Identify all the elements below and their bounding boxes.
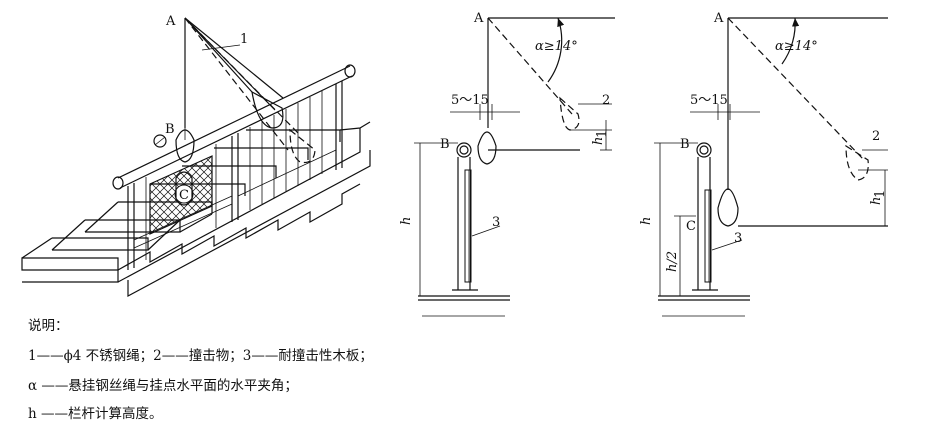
label-h: h bbox=[399, 217, 414, 225]
section-view-2: A 5～15 B C α≥14° 2 3 h h/2 h 1 bbox=[639, 11, 888, 317]
label-gap: 5～15 bbox=[690, 93, 728, 108]
label-h1-subscript: 1 bbox=[873, 190, 888, 198]
label-item-3: 3 bbox=[734, 231, 742, 246]
label-b: B bbox=[165, 122, 175, 137]
baluster-section-1 bbox=[452, 142, 478, 291]
label-gap: 5～15 bbox=[451, 93, 489, 108]
label-item-3: 3 bbox=[492, 215, 500, 230]
legend-title: 说明： bbox=[28, 318, 69, 334]
label-item-1: 1 bbox=[240, 32, 248, 47]
label-h-half: h/2 bbox=[665, 251, 680, 272]
label-h1-subscript: 1 bbox=[595, 130, 610, 138]
label-angle: α≥14° bbox=[535, 39, 578, 54]
baluster-section-2 bbox=[692, 142, 718, 291]
label-c: C bbox=[686, 219, 696, 234]
label-a: A bbox=[713, 11, 724, 26]
label-c: C bbox=[179, 188, 189, 203]
label-a: A bbox=[165, 14, 176, 29]
label-h1: h bbox=[591, 137, 606, 145]
label-item-2: 2 bbox=[872, 129, 880, 144]
legend-line-2: α ——悬挂钢丝绳与挂点水平面的水平夹角； bbox=[28, 378, 298, 394]
label-a: A bbox=[473, 11, 484, 26]
label-b: B bbox=[440, 137, 450, 152]
impact-positions-3d bbox=[153, 17, 316, 206]
legend-line-3: h ——栏杆计算高度。 bbox=[28, 406, 163, 422]
label-h: h bbox=[639, 217, 654, 225]
label-item-2: 2 bbox=[602, 93, 610, 108]
label-b: B bbox=[680, 137, 690, 152]
section-view-1: A 5～15 B α≥14° 2 3 h h 1 bbox=[399, 11, 615, 317]
stair-perspective-view: A 1 B C bbox=[21, 14, 371, 298]
legend-line-1: 1——ϕ4 不锈钢绳；2——撞击物；3——耐撞击性木板； bbox=[28, 348, 373, 364]
label-angle: α≥14° bbox=[775, 39, 818, 54]
label-h1: h bbox=[869, 197, 884, 205]
